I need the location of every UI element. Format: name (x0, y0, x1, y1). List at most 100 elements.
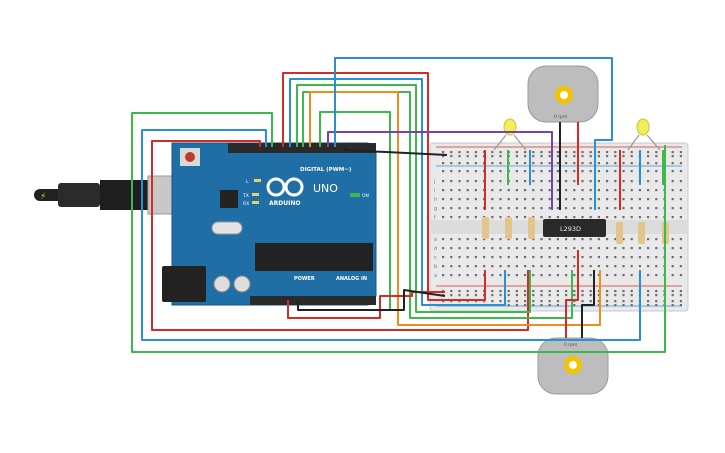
wire-green-pin[interactable] (296, 84, 531, 313)
wire-black-gnd[interactable] (344, 147, 448, 156)
breadboard-hole (573, 300, 576, 303)
dc-motor-top[interactable]: 0 rpm (527, 65, 599, 123)
breadboard-hole (597, 238, 600, 241)
breadboard-hole (614, 170, 617, 173)
digital-header[interactable] (228, 143, 376, 153)
breadboard-hole (655, 274, 658, 277)
breadboard-hole (606, 294, 609, 297)
resistor-1[interactable] (482, 217, 489, 239)
breadboard-hole (540, 170, 543, 173)
wire-blue-top[interactable] (334, 57, 613, 210)
resistor-5[interactable] (638, 222, 645, 244)
breadboard-hole (466, 155, 469, 158)
breadboard-hole (589, 265, 592, 268)
breadboard-hole (679, 256, 682, 259)
wire-red-motor-bottom[interactable] (565, 250, 579, 338)
wire-purple-pin[interactable] (327, 131, 553, 210)
breadboard-hole (466, 247, 469, 250)
breadboard-hole (524, 207, 527, 210)
wire-green-pin-2[interactable] (302, 91, 573, 319)
resistor-3[interactable] (528, 217, 535, 239)
breadboard-hole (606, 189, 609, 192)
breadboard-hole (614, 300, 617, 303)
breadboard-hole (565, 274, 568, 277)
breadboard-hole (655, 238, 658, 241)
breadboard-hole (556, 180, 559, 183)
breadboard-hole (491, 189, 494, 192)
breadboard-hole (581, 216, 584, 219)
breadboard-hole (630, 180, 633, 183)
breadboard-hole (556, 304, 559, 307)
breadboard-hole (606, 256, 609, 259)
l293d-chip[interactable]: L293D (543, 219, 606, 237)
breadboard-hole (671, 155, 674, 158)
breadboard-hole (630, 290, 633, 293)
breadboard-hole (466, 216, 469, 219)
breadboard-hole (515, 170, 518, 173)
breadboard-hole (458, 294, 461, 297)
wire-orange-pin[interactable] (309, 91, 601, 326)
breadboard-hole (499, 155, 502, 158)
breadboard-hole (597, 198, 600, 201)
wire-green-pin-3[interactable] (319, 111, 391, 310)
power-analog-header[interactable] (250, 296, 376, 305)
dc-motor-bottom[interactable]: 0 rpm (537, 337, 609, 395)
breadboard-hole (499, 180, 502, 183)
led-right[interactable] (627, 118, 661, 151)
reset-button[interactable] (185, 152, 195, 162)
resistor-4[interactable] (616, 222, 623, 244)
breadboard-hole (622, 216, 625, 219)
breadboard-hole (474, 155, 477, 158)
breadboard-hole (679, 151, 682, 154)
wire-green-outer-loop[interactable] (131, 112, 666, 353)
wire-red-loop[interactable] (151, 140, 529, 331)
breadboard-hole (671, 198, 674, 201)
breadboard-hole (540, 198, 543, 201)
breadboard-hole (515, 256, 518, 259)
breadboard-hole (442, 189, 445, 192)
breadboard-hole (679, 238, 682, 241)
breadboard-hole (507, 189, 510, 192)
wires[interactable] (131, 57, 666, 353)
breadboard-hole (647, 247, 650, 250)
wire-black-motor-bottom[interactable] (581, 270, 595, 338)
breadboard-hole (515, 207, 518, 210)
breadboard-hole (597, 300, 600, 303)
breadboard-hole (507, 304, 510, 307)
breadboard-hole (630, 256, 633, 259)
wire-blue-loop[interactable] (141, 129, 641, 341)
wire-red-pin[interactable] (282, 72, 486, 301)
breadboard-hole (671, 274, 674, 277)
resistor-2[interactable] (505, 217, 512, 239)
breadboard-hole (474, 189, 477, 192)
breadboard-hole (540, 180, 543, 183)
wire-blue-pin[interactable] (289, 78, 506, 306)
breadboard-hole (474, 274, 477, 277)
breadboard-hole (671, 265, 674, 268)
row-letter-h: h (434, 197, 437, 203)
breadboard-hole (466, 238, 469, 241)
breadboard-hole (573, 290, 576, 293)
breadboard-hole (532, 247, 535, 250)
row-letter-c: c (434, 255, 437, 261)
breadboard-hole (466, 274, 469, 277)
breadboard-hole (556, 151, 559, 154)
arduino-uno-board[interactable]: UNO ARDUINO DIGITAL (PWM~) POWER ANALOG … (162, 142, 377, 306)
breadboard-hole (573, 238, 576, 241)
breadboard-hole (597, 207, 600, 210)
wire-black-gnd-2[interactable] (297, 289, 446, 311)
breadboard-hole (606, 290, 609, 293)
breadboard-hole (548, 170, 551, 173)
breadboard-hole (442, 198, 445, 201)
breadboard-hole (655, 304, 658, 307)
breadboard-hole (450, 155, 453, 158)
breadboard-hole (474, 216, 477, 219)
resistors[interactable] (482, 217, 669, 244)
breadboard-hole (597, 304, 600, 307)
breadboard-hole (548, 162, 551, 165)
breadboard-hole (458, 265, 461, 268)
breadboard-hole (466, 256, 469, 259)
breadboard-hole (466, 207, 469, 210)
breadboard-hole (614, 247, 617, 250)
